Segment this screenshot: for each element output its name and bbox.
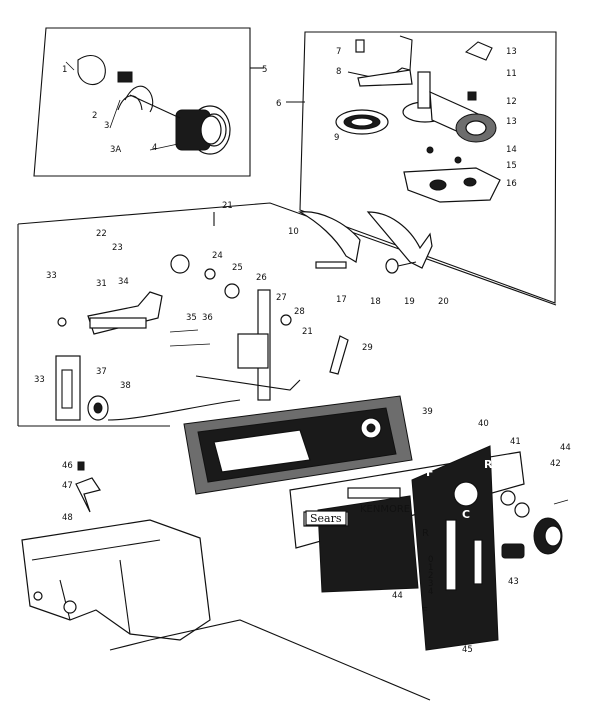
callout-label: 35 (186, 313, 197, 323)
plate-letter-c: C (462, 508, 470, 521)
callout-label: 27 (276, 293, 287, 303)
callout-label: 45 (462, 645, 473, 655)
callout-label: 40 (478, 419, 489, 429)
callout-label: 24 (212, 251, 223, 261)
selector-knobs (500, 490, 569, 559)
callout-label: 21 (222, 201, 233, 211)
callout-label: 11 (506, 69, 517, 79)
inset-box-stitch-control (33, 27, 264, 177)
callout-label: 37 (96, 367, 107, 377)
callout-label: 29 (362, 343, 373, 353)
callout-label: 44 (392, 591, 403, 601)
callout-label: 1 (62, 65, 67, 75)
plate-letter-f: F (426, 466, 434, 479)
callout-label: 26 (256, 273, 267, 283)
callout-label: 48 (62, 513, 73, 523)
callout-label: 7 (336, 47, 341, 57)
plate-letter-f-side: F (422, 606, 428, 617)
scale-label: 2 (428, 571, 433, 581)
callout-label: 17 (336, 295, 347, 305)
callout-label: 22 (96, 229, 107, 239)
callout-label: 19 (404, 297, 415, 307)
callout-label: 9 (334, 133, 339, 143)
callout-label: 25 (232, 263, 243, 273)
plate-letter-r-side: R (422, 528, 429, 539)
callout-label: 47 (62, 481, 73, 491)
callout-label: 12 (506, 97, 517, 107)
callout-label: 33 (34, 375, 45, 385)
plate-letter-r: R (484, 458, 493, 471)
callout-label: 4 (152, 143, 157, 153)
callout-label: 8 (336, 67, 341, 77)
model-label: KENMORE (360, 504, 410, 515)
callout-label: 21 (302, 327, 313, 337)
scale-label: 3 (428, 579, 433, 589)
feed-parts (170, 254, 349, 401)
callout-label: 36 (202, 313, 213, 323)
callout-label: 31 (96, 279, 107, 289)
callout-label: 33 (46, 271, 57, 281)
callout-label: 13 (506, 47, 517, 57)
frame-outline (17, 202, 557, 427)
inset-box-bobbin-winder (286, 31, 557, 304)
callout-label: 6 (276, 99, 281, 109)
callout-label: 16 (506, 179, 517, 189)
callout-label: 10 (288, 227, 299, 237)
callout-label: 28 (294, 307, 305, 317)
callout-label: 20 (438, 297, 449, 307)
callout-label: 39 (422, 407, 433, 417)
brand-label: Sears (310, 512, 342, 525)
callout-label: 5 (262, 65, 267, 75)
scale-label: 1 (428, 563, 433, 573)
machine-arm-frame (21, 461, 431, 701)
callout-label: 15 (506, 161, 517, 171)
callout-label: 23 (112, 243, 123, 253)
needle-bar-parts (55, 291, 241, 421)
scale-label: 0 (428, 555, 433, 565)
callout-labels: 1 2 3 3A 4 5 6 7 8 9 11 12 13 13 14 15 1… (34, 47, 571, 655)
presser-levers (298, 211, 433, 274)
control-plate (289, 445, 525, 651)
callout-label: 44 (560, 443, 571, 453)
callout-label: 41 (510, 437, 521, 447)
callout-label: 14 (506, 145, 517, 155)
callout-label: 34 (118, 277, 129, 287)
callout-label: 43 (508, 577, 519, 587)
scale-label: 4 (428, 587, 433, 597)
callout-label: 3 (104, 121, 109, 131)
callout-label: 46 (62, 461, 73, 471)
callout-label: 3A (110, 145, 121, 155)
callout-label: 38 (120, 381, 131, 391)
callout-label: 13 (506, 117, 517, 127)
face-plate (183, 395, 413, 495)
callout-label: 42 (550, 459, 561, 469)
plate-lettering: Sears KENMORE F R C R F 0 1 2 3 4 (305, 458, 493, 617)
callout-label: 18 (370, 297, 381, 307)
callout-label: 2 (92, 111, 97, 121)
